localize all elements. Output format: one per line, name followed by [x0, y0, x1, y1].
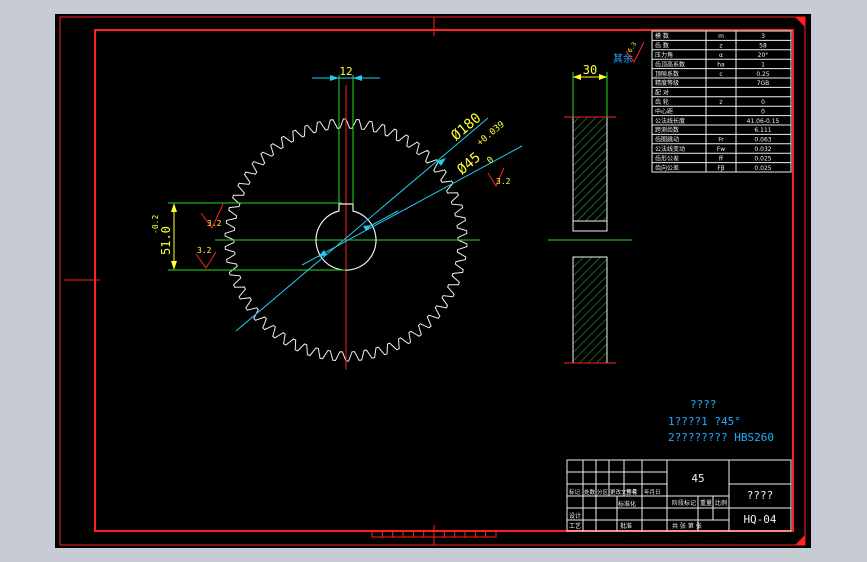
label-standardize: 标准化 [618, 500, 636, 508]
gear-front-view [168, 75, 523, 370]
bore-dia-arrow-b [318, 250, 327, 257]
roughness-symbol-a: 3.2 [200, 203, 224, 229]
revision-col-label: 处数 [584, 488, 596, 496]
rest-roughness-value: 6.3 [627, 41, 639, 54]
bore-tol-lower: 0 [486, 155, 497, 166]
param-row-value: 0 [761, 108, 765, 115]
param-row-symbol: z [719, 43, 722, 50]
param-row-value: 0.032 [754, 146, 771, 153]
param-row-name: 齿 轮 [655, 98, 669, 106]
param-row-symbol: ha [717, 61, 725, 68]
section-hatch-bottom [572, 256, 608, 364]
notes-line-1: 1????1 ?45° [668, 415, 741, 428]
param-row-value: 20° [758, 52, 769, 59]
param-row-symbol: m [718, 33, 724, 40]
param-row-value: 58 [759, 43, 767, 50]
label-approve: 批准 [620, 522, 632, 530]
param-row-symbol: Fβ [717, 165, 724, 172]
outer-dia-leader [235, 117, 489, 332]
title-block-revision-grid: 标记处数分区更改文件号签名年月日 [567, 460, 667, 531]
param-row-value: 7GB [757, 80, 770, 87]
gear-parameter-table: 模 数 m 3 齿 数 z 58 压力角 α 20° 齿顶高系数 ha 1 顶隙系数 c 0.25 精度等级 7… [651, 30, 792, 173]
param-row-value: 0.025 [754, 155, 771, 162]
bore-dia-leader [301, 145, 523, 266]
corner-arrow-tr [795, 17, 805, 27]
param-row-name: 配 对 [655, 89, 669, 97]
param-row-value: 0.25 [756, 71, 770, 78]
face-dim-arrow-left [573, 74, 581, 80]
keyway-dim-arrow-left [330, 75, 339, 81]
param-row-name: 齿向公差 [655, 164, 679, 172]
face-dim-arrow-right [599, 74, 607, 80]
roughness-value-a: 3.2 [207, 219, 222, 228]
notes-title: ???? [690, 398, 717, 411]
roughness-symbol-b: 3.2 [195, 246, 217, 269]
roughness-value-c: 3.2 [496, 177, 511, 186]
param-row-symbol: Fr [718, 137, 724, 144]
param-row-symbol: ff [719, 155, 724, 162]
revision-col-label: 更改文件号 [610, 488, 638, 496]
face-width-dim: 30 [583, 63, 597, 77]
notes-line-2: 2???????? HBS260 [668, 431, 774, 444]
param-row-value: 0.025 [754, 165, 771, 172]
param-row-name: 模 数 [655, 32, 669, 40]
outer-border [59, 16, 806, 546]
param-row-name: 精度等级 [655, 79, 679, 87]
param-row-value: 41.06-0.15 [747, 118, 780, 125]
material-value: 45 [691, 472, 704, 485]
label-sheet: 共 张 第 张 [672, 522, 702, 530]
outer-dia-arrow [437, 158, 446, 166]
part-name: ???? [747, 489, 774, 502]
bore-dia-arrow-a [363, 225, 372, 231]
param-row-value: 3 [761, 33, 765, 40]
param-row-symbol: Fw [717, 146, 725, 153]
param-row-name: 齿 数 [655, 42, 669, 50]
param-row-name: 跨测齿数 [655, 126, 679, 134]
hub-dim-arrow-top [171, 203, 177, 212]
param-row-name: 齿顶高系数 [655, 60, 685, 68]
param-row-symbol: z [719, 99, 722, 106]
drawing-background [55, 14, 811, 548]
revision-col-label: 分区 [597, 488, 609, 496]
param-row-name: 顶隙系数 [655, 70, 679, 78]
bore-dia-leader-ext [371, 210, 399, 226]
roughness-value-b: 3.2 [197, 246, 212, 255]
param-row-name: 公法线变动 [655, 145, 685, 153]
param-row-value: 0.063 [754, 137, 771, 144]
section-hatch-top [572, 116, 608, 222]
rest-roughness-label: 其余 [613, 52, 633, 65]
param-row-value: 6.111 [754, 127, 771, 134]
param-row-symbol: c [719, 71, 722, 78]
keyway-dim-arrow-right [353, 75, 362, 81]
rest-roughness-symbol [625, 41, 645, 63]
revision-col-label: 标记 [569, 488, 581, 496]
label-stage-mark: 阶段标记 [672, 499, 696, 507]
param-row-value: 1 [761, 61, 765, 68]
revision-col-label: 年月日 [644, 488, 661, 496]
param-row-value: 0 [761, 99, 765, 106]
param-row-name: 压力角 [655, 51, 673, 59]
bottom-zone-ruler [371, 530, 497, 538]
param-row-name: 中心距 [655, 107, 673, 115]
hub-height-dim: 51.0 [159, 226, 173, 255]
label-weight: 重量 [700, 499, 712, 507]
drawing-number: HQ-04 [743, 513, 776, 526]
param-row-name: 齿形公差 [655, 154, 679, 162]
param-row-name: 公法线长度 [655, 117, 685, 125]
hub-height-tol: -0.2 [151, 215, 160, 234]
roughness-symbol-c: 3.2 [487, 167, 511, 188]
gear-side-section [548, 72, 632, 364]
label-scale: 比例 [715, 499, 727, 507]
label-design: 设计 [569, 512, 581, 520]
param-row-symbol: α [719, 52, 723, 59]
corner-arrow-br [795, 535, 805, 545]
hub-dim-arrow-bottom [171, 261, 177, 270]
revision-col-label: 签名 [626, 488, 637, 496]
label-process: 工艺 [569, 522, 581, 530]
keyway-width-dim: 12 [339, 65, 352, 78]
bore-with-keyway [315, 203, 377, 271]
param-row-name: 齿圈跳动 [655, 136, 679, 144]
title-block: 标记处数分区更改文件号签名年月日 [566, 459, 792, 532]
